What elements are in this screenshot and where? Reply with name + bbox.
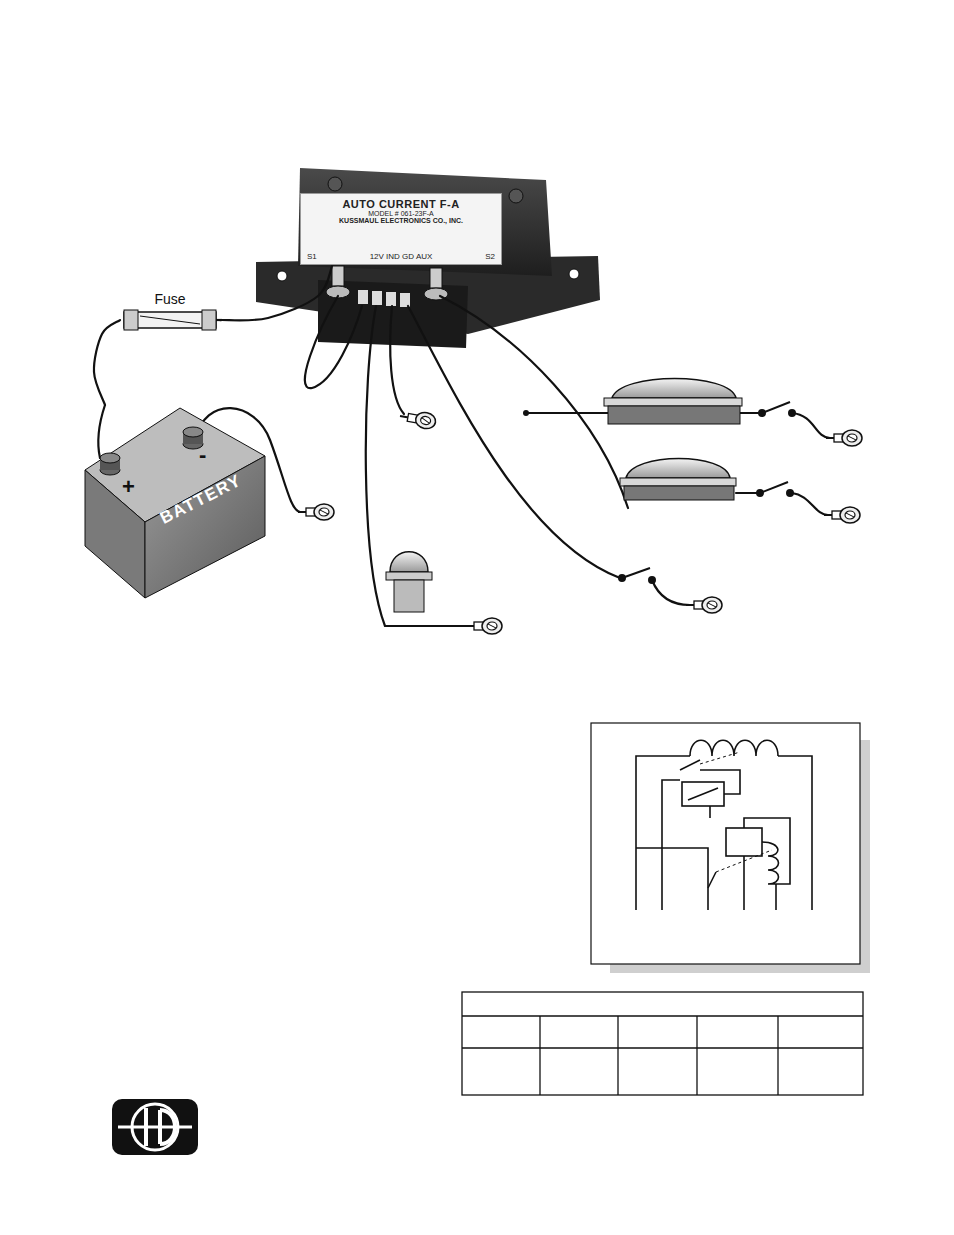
fuse: Fuse xyxy=(120,291,220,335)
node-text: AUTO CURRENT F-A xyxy=(342,198,459,210)
relay-module-label: AUTO CURRENT F-AMODEL # 061-23F-AKUSSMAU… xyxy=(300,193,502,265)
terminal-row: S1 12V IND GD AUX S2 xyxy=(307,252,495,261)
node-text: BATTERY xyxy=(157,471,245,529)
wire xyxy=(220,265,332,320)
battery: BATTERY xyxy=(85,405,267,600)
node-text: S2 xyxy=(485,252,495,261)
wire xyxy=(94,320,120,405)
node-text: 12V IND GD AUX xyxy=(370,252,433,261)
node-text: KUSSMAUL ELECTRONICS CO., INC. xyxy=(339,217,463,224)
node-text: Fuse xyxy=(120,291,220,307)
terminal-sign: + xyxy=(122,474,135,500)
node-text: S1 xyxy=(307,252,317,261)
node-text: MODEL # 061-23F-A xyxy=(368,210,434,217)
terminal-sign: - xyxy=(199,442,206,468)
